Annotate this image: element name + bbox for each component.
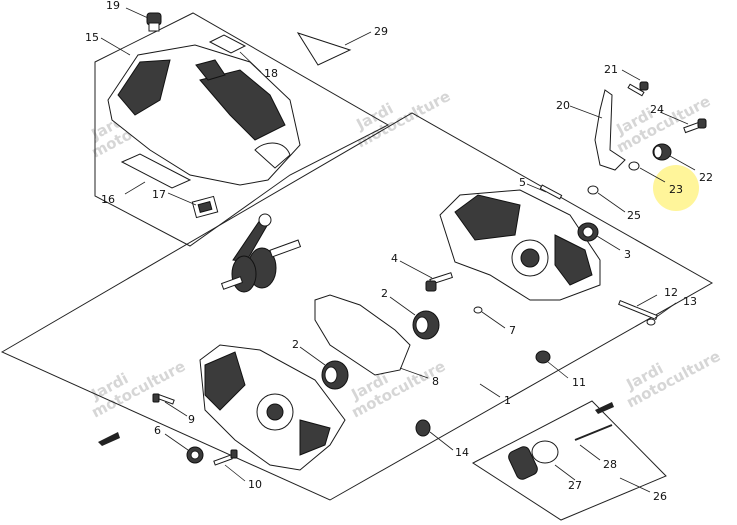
washer-23-part: [628, 161, 640, 171]
screw-9-part: [152, 393, 175, 405]
sleeve-14-part: [415, 419, 431, 437]
callout-25: 25: [627, 209, 641, 222]
bearing-2-upper-part: [412, 310, 440, 340]
callout-14: 14: [455, 446, 469, 459]
callout-18: 18: [264, 67, 278, 80]
leader-lines: [100, 7, 696, 493]
crankcase-panel: [0, 112, 714, 501]
top-cover-panel: [94, 12, 390, 247]
callout-24: 24: [650, 103, 664, 116]
fuel-pickup-panel: [472, 400, 667, 521]
callout-28: 28: [603, 458, 617, 471]
label-part: [120, 153, 192, 189]
washer-25-part: [587, 185, 599, 195]
direction-arrow: [595, 402, 614, 414]
crankshaft-part: [220, 213, 302, 293]
callout-10: 10: [248, 478, 262, 491]
grommet-11-part: [535, 350, 551, 364]
callout-16: 16: [101, 193, 115, 206]
callout-3: 3: [624, 248, 631, 261]
seal-6-part: [186, 446, 204, 464]
callout-12: 12: [664, 286, 678, 299]
top-cover-part: [107, 44, 301, 186]
washer-13-part: [646, 318, 656, 326]
screw-10-part: [213, 449, 238, 466]
callout-19: 19: [106, 0, 120, 12]
callout-1: 1: [504, 394, 511, 407]
fuel-line-part: [574, 424, 613, 441]
right-crankcase-part: [439, 189, 601, 301]
bolt-24-part: [683, 118, 707, 134]
bushing-22-part: [652, 143, 672, 161]
pin-5-part: [539, 184, 563, 200]
callout-labels: 1 2 2 3 4 5 6 7 8 9 10 11 12 13 14 15 16…: [85, 0, 713, 503]
callout-21: 21: [604, 63, 618, 76]
seal-3-part: [577, 222, 599, 242]
callout-27: 27: [568, 479, 582, 492]
callout-23: 23: [669, 183, 683, 196]
fuel-pickup-part: [508, 440, 559, 480]
bearing-2-lower-part: [321, 360, 349, 390]
callout-26: 26: [653, 490, 667, 503]
dowel-12-part: [618, 300, 658, 320]
deflector-part: [296, 32, 352, 66]
plug-7-part: [473, 306, 483, 314]
callout-20: 20: [556, 99, 570, 112]
plate-part: [191, 195, 219, 219]
callout-9: 9: [188, 413, 195, 426]
direction-arrow: [98, 432, 120, 446]
callout-2-upper: 2: [381, 287, 388, 300]
knob-part: [146, 12, 162, 32]
left-crankcase-part: [199, 344, 346, 471]
callout-8: 8: [432, 375, 439, 388]
callout-6: 6: [154, 424, 161, 437]
callout-29: 29: [374, 25, 388, 38]
callout-5: 5: [519, 176, 526, 189]
bolt-4-part: [425, 272, 454, 292]
callout-4: 4: [391, 252, 398, 265]
callout-7: 7: [509, 324, 516, 337]
callout-11: 11: [572, 376, 586, 389]
callout-17: 17: [152, 188, 166, 201]
highlight-marker-23: [653, 165, 699, 211]
callout-22: 22: [699, 171, 713, 184]
decal-part: [208, 34, 247, 54]
callout-2-lower: 2: [292, 338, 299, 351]
callout-15: 15: [85, 31, 99, 44]
callout-13: 13: [683, 295, 697, 308]
gasket-8-part: [314, 294, 411, 376]
screw-21-part: [627, 81, 649, 97]
chain-catcher-part: [594, 89, 626, 171]
